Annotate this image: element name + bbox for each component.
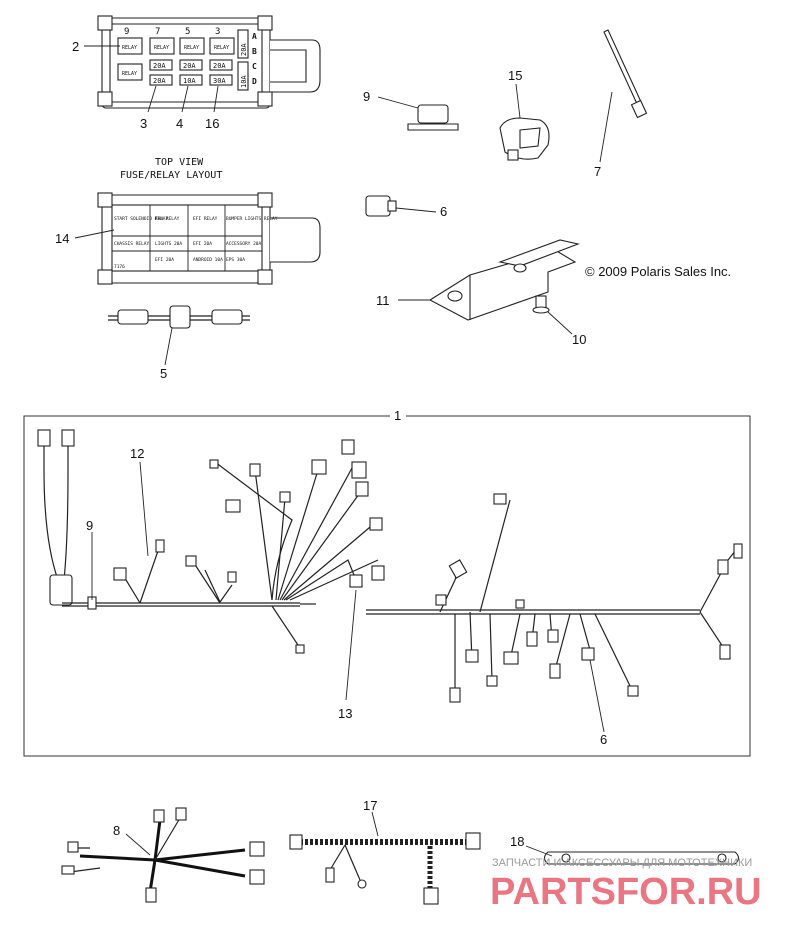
layout-cell: EFI 20A xyxy=(155,257,174,263)
fuse-rating: 10A xyxy=(183,77,196,85)
layout-cell: ANDROID 10A xyxy=(193,257,223,263)
fuse-rating: 20A xyxy=(153,77,166,85)
row-letter: A xyxy=(252,32,257,41)
callout-2: 2 xyxy=(72,39,79,54)
layout-cell: ACCESSORY 20A xyxy=(226,241,262,247)
relay-label: RELAY xyxy=(214,45,229,51)
sealed-connector xyxy=(499,83,550,161)
fuse-rating: 10A xyxy=(240,75,248,88)
slot-number: 5 xyxy=(185,27,190,37)
mounting-bracket xyxy=(398,239,580,321)
layout-caption-line2: FUSE/RELAY LAYOUT xyxy=(120,170,222,181)
callout-10: 10 xyxy=(572,332,586,347)
relay-label: RELAY xyxy=(154,45,169,51)
callout-5: 5 xyxy=(160,366,167,381)
callout-9-top: 9 xyxy=(363,89,370,104)
slot-number: 7 xyxy=(155,27,160,37)
callout-11: 11 xyxy=(376,293,390,308)
fuse-rating: 20A xyxy=(183,62,196,70)
sub-harness-17 xyxy=(289,811,481,905)
push-rivet xyxy=(532,295,573,335)
callout-13: 13 xyxy=(338,706,352,721)
slot-number: 9 xyxy=(124,27,129,37)
row-letter: C xyxy=(252,62,257,71)
callout-1: 1 xyxy=(394,408,401,423)
relay-label: RELAY xyxy=(122,71,137,77)
layout-cell: BUMPER LIGHTS RELAY xyxy=(226,216,278,222)
fuse-rating: 20A xyxy=(153,62,166,70)
sub-harness-8 xyxy=(61,807,265,903)
main-harness-frame xyxy=(23,408,751,757)
layout-caption-line1: TOP VIEW xyxy=(155,157,204,168)
callout-12: 12 xyxy=(130,446,144,461)
fuse-relay-layout-label: START SOLENOID RELAY FAN RELAY EFI RELAY… xyxy=(74,192,321,285)
row-letter: D xyxy=(252,77,257,86)
watermark-logo: PARTSFOR.RU xyxy=(490,871,762,913)
row-letter: B xyxy=(252,47,257,56)
fuse-rating: 30A xyxy=(213,77,226,85)
relay-label: RELAY xyxy=(122,45,137,51)
main-wiring-harness xyxy=(37,429,743,703)
callout-3: 3 xyxy=(140,116,147,131)
callout-14: 14 xyxy=(55,231,69,246)
callout-4: 4 xyxy=(176,116,183,131)
relay-label: RELAY xyxy=(184,45,199,51)
layout-cell: FAN RELAY xyxy=(155,216,180,222)
slot-number: 3 xyxy=(215,27,220,37)
callout-17: 17 xyxy=(363,798,377,813)
callout-18: 18 xyxy=(510,834,524,849)
fuse-rating: 20A xyxy=(213,62,226,70)
layout-tag: 7176 xyxy=(114,264,125,270)
callout-7: 7 xyxy=(594,164,601,179)
cable-tie xyxy=(599,29,648,163)
layout-cell: EFI RELAY xyxy=(193,216,218,222)
layout-cell: START SOLENOID RELAY xyxy=(114,216,168,222)
fuse-box-top: 9 7 5 3 RELAY RELAY RELAY RELAY RELAY 20… xyxy=(84,15,321,113)
callout-8: 8 xyxy=(113,823,120,838)
layout-cell: CHASSIS RELAY xyxy=(114,241,150,247)
fuse-rating: 20A xyxy=(240,43,248,56)
watermark-tagline: ЗАПЧАСТИ И АКСЕССУАРЫ ДЛЯ МОТОТЕХНИКИ xyxy=(492,857,752,869)
ground-strap xyxy=(525,845,740,865)
inline-fuse-holder xyxy=(108,305,250,366)
callout-9-harness: 9 xyxy=(86,518,93,533)
diode-module xyxy=(377,96,459,131)
layout-cell: EPS 30A xyxy=(226,257,245,263)
copyright-notice: © 2009 Polaris Sales Inc. xyxy=(585,264,731,279)
callout-16: 16 xyxy=(205,116,219,131)
layout-cell: EFI 20A xyxy=(193,241,212,247)
callout-15: 15 xyxy=(508,68,522,83)
small-connector xyxy=(365,195,437,217)
layout-cell: LIGHTS 20A xyxy=(155,241,182,247)
callout-6-harness: 6 xyxy=(600,732,607,747)
callout-6-top: 6 xyxy=(440,204,447,219)
